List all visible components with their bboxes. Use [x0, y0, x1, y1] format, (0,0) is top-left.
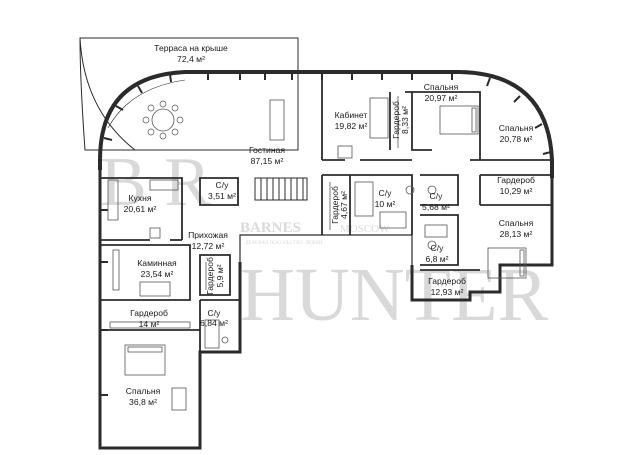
- room-hall: Прихожая 12,72 м²: [188, 230, 228, 251]
- room-area: 28,13 м²: [500, 229, 533, 239]
- bed-bottom: [124, 344, 166, 376]
- room-wardrobe-left: Гардероб 14 м²: [130, 308, 168, 329]
- room-labels: Терраса на крыше 72,4 м² Гостиная 87,15 …: [124, 43, 535, 407]
- room-name: Гардероб: [330, 186, 340, 224]
- room-area: 8,33 м²: [400, 106, 410, 134]
- room-wardrobe-right-bottom: Гардероб 12,93 м²: [428, 276, 466, 297]
- round-table: [151, 108, 175, 132]
- terrace-sofa: [269, 99, 285, 141]
- room-kitchen: Кухня 20,61 м²: [124, 193, 157, 214]
- watermark-hunter: HUNTER: [240, 253, 549, 337]
- room-area: 4,67 м²: [339, 191, 349, 219]
- room-name: Кухня: [129, 193, 152, 203]
- room-name: Спальня: [126, 386, 161, 396]
- room-wc-small: С/у 3,51 м²: [208, 180, 236, 201]
- watermark-brand: BARNES: [240, 220, 301, 236]
- room-wc-center: С/у 10 м²: [375, 188, 396, 209]
- room-terrace: Терраса на крыше 72,4 м²: [154, 43, 228, 64]
- staircase: [254, 177, 308, 201]
- room-wc-left: С/у 6,84 м²: [200, 308, 228, 328]
- watermark-letters-top: B R: [100, 144, 211, 221]
- interior-walls: [100, 78, 552, 352]
- room-area: 12,72 м²: [192, 241, 225, 251]
- room-name: Гардероб: [391, 101, 401, 139]
- bed-top: [439, 105, 479, 135]
- room-name: Каминная: [137, 258, 177, 268]
- room-area: 10 м²: [375, 199, 396, 209]
- watermark-tagline: ДЕЛОВАЯ ПОСОЛЬСТВО ЛЮБВИ: [245, 241, 323, 246]
- room-bedroom-large: Спальня 28,13 м²: [499, 218, 534, 239]
- room-wardrobe-right: Гардероб 10,29 м²: [497, 175, 535, 196]
- room-area: 6,8 м²: [425, 254, 448, 264]
- room-area: 20,61 м²: [124, 204, 157, 214]
- room-area: 14 м²: [139, 319, 160, 329]
- room-name: С/у: [430, 191, 444, 201]
- room-area: 19,82 м²: [335, 121, 368, 131]
- bed-large: [487, 247, 527, 279]
- room-name: Кабинет: [335, 110, 368, 120]
- room-name: Гардероб: [205, 257, 215, 295]
- room-bedroom-top: Спальня 20,97 м²: [424, 82, 459, 103]
- room-name: С/у: [216, 180, 230, 190]
- room-wardrobe-small: Гардероб 5,9 м²: [205, 257, 225, 295]
- room-area: 20,97 м²: [425, 93, 458, 103]
- room-study: Кабинет 19,82 м²: [335, 110, 368, 131]
- room-name: Прихожая: [188, 230, 228, 240]
- room-name: С/у: [431, 243, 445, 253]
- room-area: 36,8 м²: [129, 397, 157, 407]
- window-ticks: [100, 72, 552, 396]
- room-name: С/у: [208, 308, 222, 318]
- room-wardrobe-center: Гардероб 4,67 м²: [330, 186, 349, 224]
- room-area: 72,4 м²: [177, 54, 205, 64]
- watermark: B R BARNES MOSCOW ДЕЛОВАЯ ПОСОЛЬСТВО ЛЮБ…: [100, 144, 549, 337]
- furniture: [107, 96, 527, 411]
- watermark-city: MOSCOW: [340, 223, 390, 235]
- room-area: 5,9 м²: [215, 264, 225, 287]
- study-desk: [369, 97, 389, 139]
- room-name: Гостиная: [249, 145, 285, 155]
- room-name: С/у: [379, 188, 393, 198]
- room-living: Гостиная 87,15 м²: [249, 145, 285, 166]
- room-area: 87,15 м²: [251, 156, 284, 166]
- room-area: 20,78 м²: [500, 134, 533, 144]
- study-chair: [337, 145, 353, 159]
- room-area: 5,68 м²: [422, 202, 450, 212]
- room-area: 3,51 м²: [208, 191, 236, 201]
- room-area: 6,84 м²: [200, 318, 228, 328]
- bathtub-center: [354, 181, 374, 217]
- room-area: 12,93 м²: [431, 287, 464, 297]
- room-name: Терраса на крыше: [154, 43, 228, 53]
- room-area: 10,29 м²: [500, 186, 533, 196]
- room-wc-right-top: С/у 5,68 м²: [422, 191, 450, 212]
- room-name: Спальня: [424, 82, 459, 92]
- room-name: Спальня: [499, 218, 534, 228]
- room-wardrobe-study: Гардероб 8,33 м²: [391, 101, 410, 139]
- room-name: Гардероб: [497, 175, 535, 185]
- room-name: Гардероб: [130, 308, 168, 318]
- terrace-area: [79, 37, 299, 151]
- room-bedroom-bottom: Спальня 36,8 м²: [126, 386, 161, 407]
- room-name: Гардероб: [428, 276, 466, 286]
- room-bedroom-right: Спальня 20,78 м²: [499, 123, 534, 144]
- room-fireplace: Каминная 23,54 м²: [137, 258, 177, 279]
- room-wc-right-mid: С/у 6,8 м²: [425, 243, 448, 264]
- room-name: Спальня: [499, 123, 534, 133]
- room-area: 23,54 м²: [141, 269, 174, 279]
